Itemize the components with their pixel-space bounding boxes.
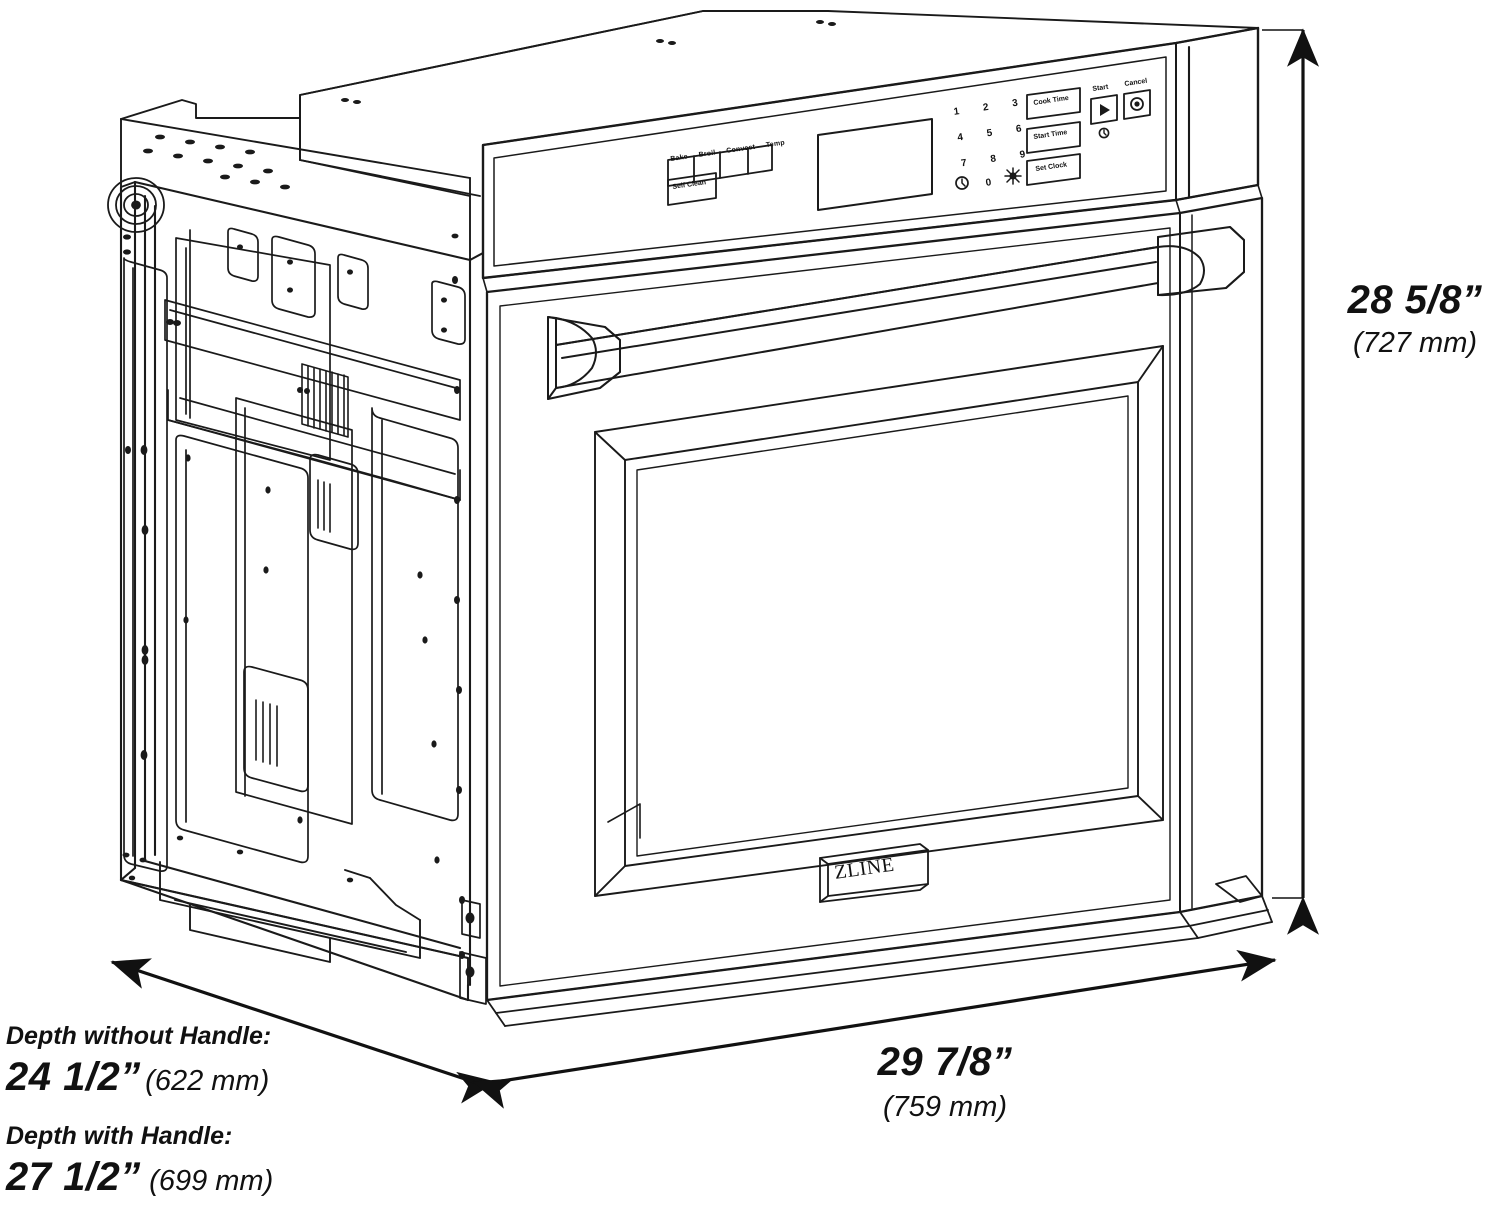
depth-with-handle-label: Depth with Handle: 27 1/2” (699 mm) — [6, 1122, 273, 1200]
depth-with-handle-caption: Depth with Handle: — [6, 1122, 233, 1150]
width-inches: 29 7/8” — [877, 1040, 1013, 1084]
self-clean-button — [667, 172, 717, 206]
zline-badge-plate — [819, 843, 929, 903]
door-window-frame — [594, 345, 1164, 897]
upper-housing-box — [299, 10, 829, 261]
door-upper-bracket — [607, 803, 641, 839]
timer-buttons — [1026, 87, 1081, 186]
function-button-strip — [667, 144, 773, 187]
timer-clock-icon — [1098, 127, 1110, 139]
extension-lines — [1262, 29, 1303, 899]
depth-without-handle-inches: 24 1/2” — [6, 1055, 141, 1099]
flange-perforations — [143, 20, 836, 190]
depth-with-handle-inches: 27 1/2” — [6, 1155, 141, 1199]
display-screen — [817, 118, 933, 211]
keypad-light-icon — [1004, 167, 1022, 185]
height-inches: 28 5/8” — [1347, 278, 1483, 322]
start-play-icon — [1100, 104, 1110, 116]
door-window-glass — [636, 395, 1129, 857]
start-cancel-buttons — [1090, 89, 1151, 125]
depth-with-handle-mm: (699 mm) — [149, 1165, 274, 1197]
depth-without-handle-caption: Depth without Handle: — [6, 1022, 272, 1050]
depth-without-handle-label: Depth without Handle: 24 1/2” (622 mm) — [6, 1022, 271, 1100]
width-dimension-label: 29 7/8” (759 mm) — [845, 1040, 1045, 1124]
door-handle — [547, 226, 1245, 400]
height-mm: (727 mm) — [1352, 327, 1478, 359]
depth-dimension-line — [110, 958, 514, 1109]
cancel-stop-icon — [1130, 97, 1144, 111]
width-mm: (759 mm) — [882, 1091, 1008, 1123]
depth-without-handle-mm: (622 mm) — [145, 1065, 270, 1097]
width-dimension-line — [456, 949, 1277, 1104]
side-grommet — [107, 177, 165, 233]
height-dimension-label: 28 5/8” (727 mm) — [1330, 278, 1500, 360]
keypad-clock-icon — [955, 176, 969, 190]
interior-side-panels — [123, 227, 466, 872]
